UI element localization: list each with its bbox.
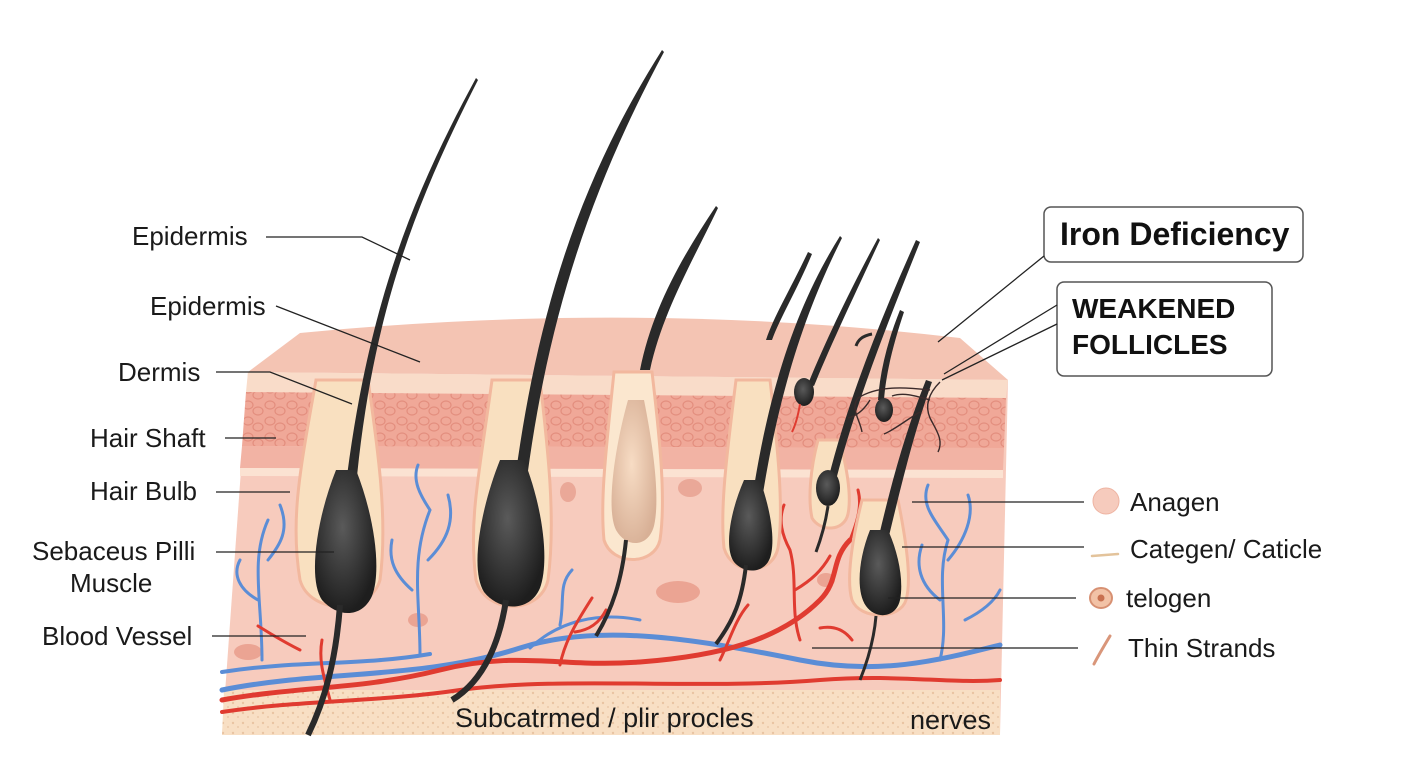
blood-vessels	[219, 463, 1003, 714]
legend-label: Categen/ Caticle	[1130, 534, 1322, 564]
leader-line	[275, 305, 421, 363]
vein	[219, 632, 1003, 693]
thin-strand-icon	[1092, 634, 1112, 666]
legend: Anagen Categen/ Caticle telogen Thin Str…	[812, 487, 1322, 666]
legend-label: Thin Strands	[1128, 633, 1275, 663]
label-subcutaneous: Subcatrmed / plir procles	[455, 703, 754, 733]
legend-item-anagen: Anagen	[912, 487, 1220, 517]
leader-line	[943, 304, 1058, 375]
tan-line-icon	[1090, 552, 1120, 558]
label-nerves: nerves	[910, 705, 991, 735]
hair-shaft	[766, 252, 812, 340]
follicles-label: FOLLICLES	[1072, 329, 1228, 360]
iron-deficiency-label: Iron Deficiency	[1060, 216, 1290, 252]
hair-bulb	[816, 470, 840, 506]
hair-bulb	[794, 378, 814, 406]
legend-label: telogen	[1126, 583, 1211, 613]
callout-weakened-follicles: WEAKENED FOLLICLES	[941, 281, 1273, 381]
hair-shaft	[752, 236, 842, 500]
legend-item-thin-strands: Thin Strands	[812, 633, 1275, 666]
label-muscle: Muscle	[70, 568, 152, 598]
weakened-follicles-box	[1056, 281, 1273, 377]
artery	[219, 537, 853, 703]
legend-item-categen: Categen/ Caticle	[902, 534, 1322, 564]
leader-line	[216, 371, 353, 405]
iron-deficiency-box	[1043, 206, 1304, 263]
label-blood-vessel: Blood Vessel	[42, 621, 192, 651]
label-hair-shaft: Hair Shaft	[90, 423, 206, 453]
legend-label: Anagen	[1130, 487, 1220, 517]
callout-iron-deficiency: Iron Deficiency	[937, 206, 1304, 343]
hair-bulb	[729, 480, 773, 571]
label-hair-bulb: Hair Bulb	[90, 476, 197, 506]
leader-line	[937, 255, 1045, 343]
hair-bulb	[611, 400, 657, 544]
leader-line	[941, 323, 1058, 381]
label-epidermis-top: Epidermis	[132, 221, 248, 251]
hair-bulb	[859, 530, 902, 616]
pink-circle-icon	[1092, 487, 1120, 515]
weakened-cracks	[847, 381, 941, 453]
hair-bulb	[477, 460, 545, 607]
weakened-label: WEAKENED	[1072, 293, 1235, 324]
subcutaneous-layer	[222, 690, 1000, 735]
hair-bulb	[314, 470, 377, 614]
leader-line	[266, 236, 411, 261]
label-sebaceus-pilli: Sebaceus Pilli	[32, 536, 195, 566]
hair-shaft	[640, 206, 718, 370]
label-dermis: Dermis	[118, 357, 200, 387]
hair-shaft	[828, 240, 920, 480]
left-labels: Epidermis Epidermis Dermis Hair Shaft Ha…	[32, 221, 421, 651]
label-epidermis: Epidermis	[150, 291, 266, 321]
hair-shaft	[878, 380, 932, 540]
follicles	[294, 50, 941, 737]
legend-item-telogen: telogen	[888, 583, 1211, 613]
